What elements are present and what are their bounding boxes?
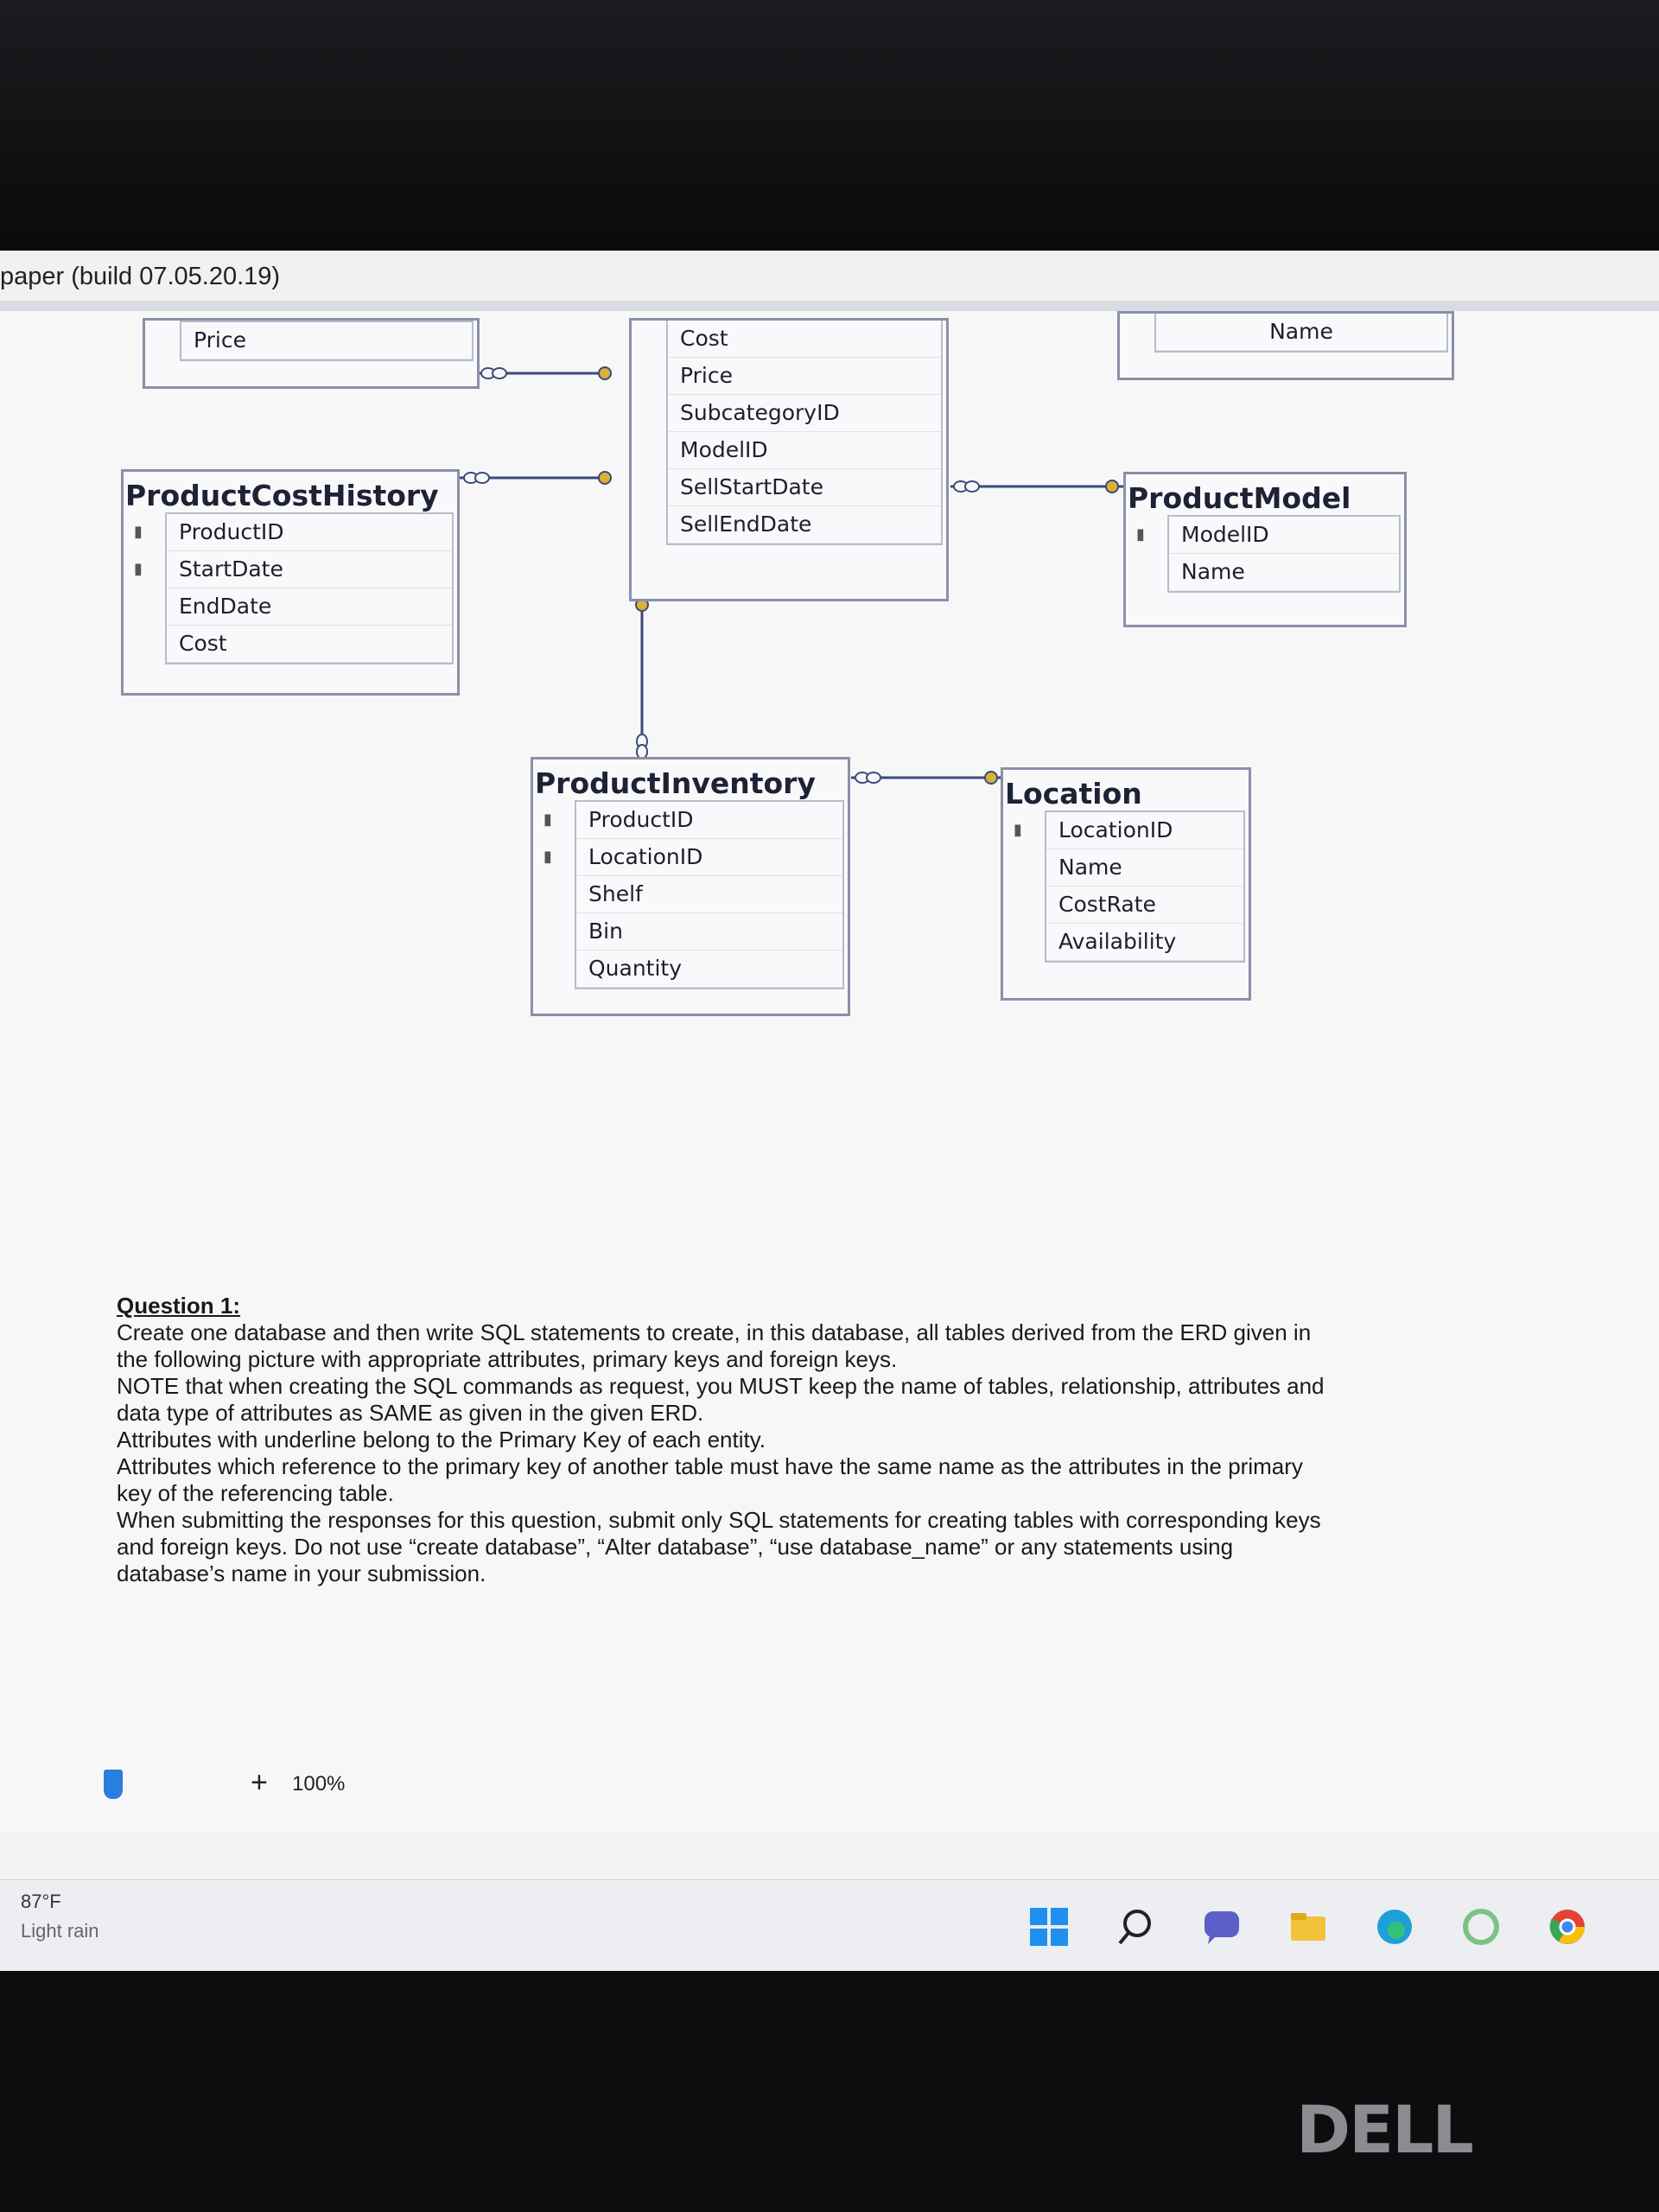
document-view[interactable]: Price Cost Price SubcategoryID ModelID S… [0, 301, 1659, 1832]
zoom-in-button[interactable]: + [251, 1766, 268, 1799]
question-line: Attributes which reference to the primar… [117, 1453, 1303, 1506]
title-bar: paper (build 07.05.20.19) [0, 251, 1659, 302]
attr-cost: Cost [167, 626, 452, 663]
search-icon[interactable] [1115, 1906, 1156, 1948]
chat-icon[interactable] [1201, 1906, 1243, 1948]
attr-cost: Cost [668, 321, 941, 358]
app-icon[interactable] [1460, 1906, 1502, 1948]
question-line: NOTE that when creating the SQL commands… [117, 1373, 1325, 1426]
monitor-bezel-top [0, 0, 1659, 251]
windows-start-icon[interactable] [1028, 1906, 1070, 1948]
edge-browser-icon[interactable] [1374, 1906, 1415, 1948]
attr-name: Name [1046, 849, 1243, 887]
chrome-icon[interactable] [1547, 1906, 1588, 1948]
attr-name: Name [1169, 554, 1399, 591]
key-icon: ▮ [134, 560, 143, 578]
attr-locationid: ▮LocationID [1014, 812, 1243, 849]
attr-costrate: CostRate [1046, 887, 1243, 924]
file-explorer-icon[interactable] [1287, 1906, 1329, 1948]
bookmark-icon[interactable] [104, 1770, 123, 1799]
question-block: Question 1: Create one database and then… [117, 1293, 1344, 1587]
attr-availability: Availability [1046, 924, 1243, 961]
screen: paper (build 07.05.20.19) [0, 251, 1659, 1971]
relationship-lines [458, 366, 1123, 785]
attr-sellstartdate: SellStartDate [668, 469, 941, 506]
attr-quantity: Quantity [576, 950, 842, 988]
attr-bin: Bin [576, 913, 842, 950]
weather-widget[interactable]: 87°F Light rain [21, 1891, 99, 1942]
entity-title: Location [1005, 777, 1142, 810]
window-title: paper (build 07.05.20.19) [0, 263, 281, 290]
attr-productid: ▮ProductID [134, 514, 452, 551]
entity-product-cost-history: ProductCostHistory ▮ProductID ▮StartDate… [121, 469, 460, 696]
entity-product-inventory: ProductInventory ▮ProductID ▮LocationID … [531, 757, 850, 1016]
question-title: Question 1: [117, 1293, 241, 1319]
entity-product-partial: Cost Price SubcategoryID ModelID SellSta… [629, 318, 949, 601]
entity-top-right-partial: Name [1117, 311, 1454, 380]
weather-temperature: 87°F [21, 1891, 61, 1912]
entity-top-left-partial: Price [143, 318, 480, 389]
attr-name: Name [1156, 314, 1446, 351]
diagram-top-edge [0, 301, 1659, 311]
attr-enddate: EndDate [167, 588, 452, 626]
attr-price: Price [668, 358, 941, 395]
key-icon: ▮ [134, 523, 143, 541]
attr-locationid: ▮LocationID [543, 839, 842, 876]
question-line: Create one database and then write SQL s… [117, 1319, 1312, 1372]
key-icon: ▮ [543, 848, 552, 866]
key-icon: ▮ [1014, 821, 1022, 839]
attr-sellenddate: SellEndDate [668, 506, 941, 543]
question-line: Attributes with underline belong to the … [117, 1427, 766, 1452]
dell-logo: DELL [1296, 2091, 1474, 2168]
weather-condition: Light rain [21, 1920, 99, 1942]
attr-shelf: Shelf [576, 876, 842, 913]
entity-location: Location ▮LocationID Name CostRate Avail… [1001, 767, 1251, 1001]
attr-modelid: ModelID [668, 432, 941, 469]
question-line: When submitting the responses for this q… [117, 1507, 1321, 1586]
attr-startdate: ▮StartDate [134, 551, 452, 588]
entity-title: ProductModel [1128, 481, 1351, 515]
entity-product-model: ProductModel ▮ModelID Name [1123, 472, 1407, 627]
attr-price: Price [181, 322, 472, 359]
zoom-level[interactable]: 100% [292, 1772, 346, 1796]
attr-productid: ▮ProductID [543, 802, 842, 839]
attr-subcategoryid: SubcategoryID [668, 395, 941, 432]
attr-modelid: ▮ModelID [1136, 517, 1399, 554]
taskbar: 87°F Light rain [0, 1879, 1659, 1971]
entity-title: ProductCostHistory [125, 479, 439, 512]
key-icon: ▮ [543, 810, 552, 829]
entity-title: ProductInventory [535, 766, 816, 800]
key-icon: ▮ [1136, 525, 1145, 543]
